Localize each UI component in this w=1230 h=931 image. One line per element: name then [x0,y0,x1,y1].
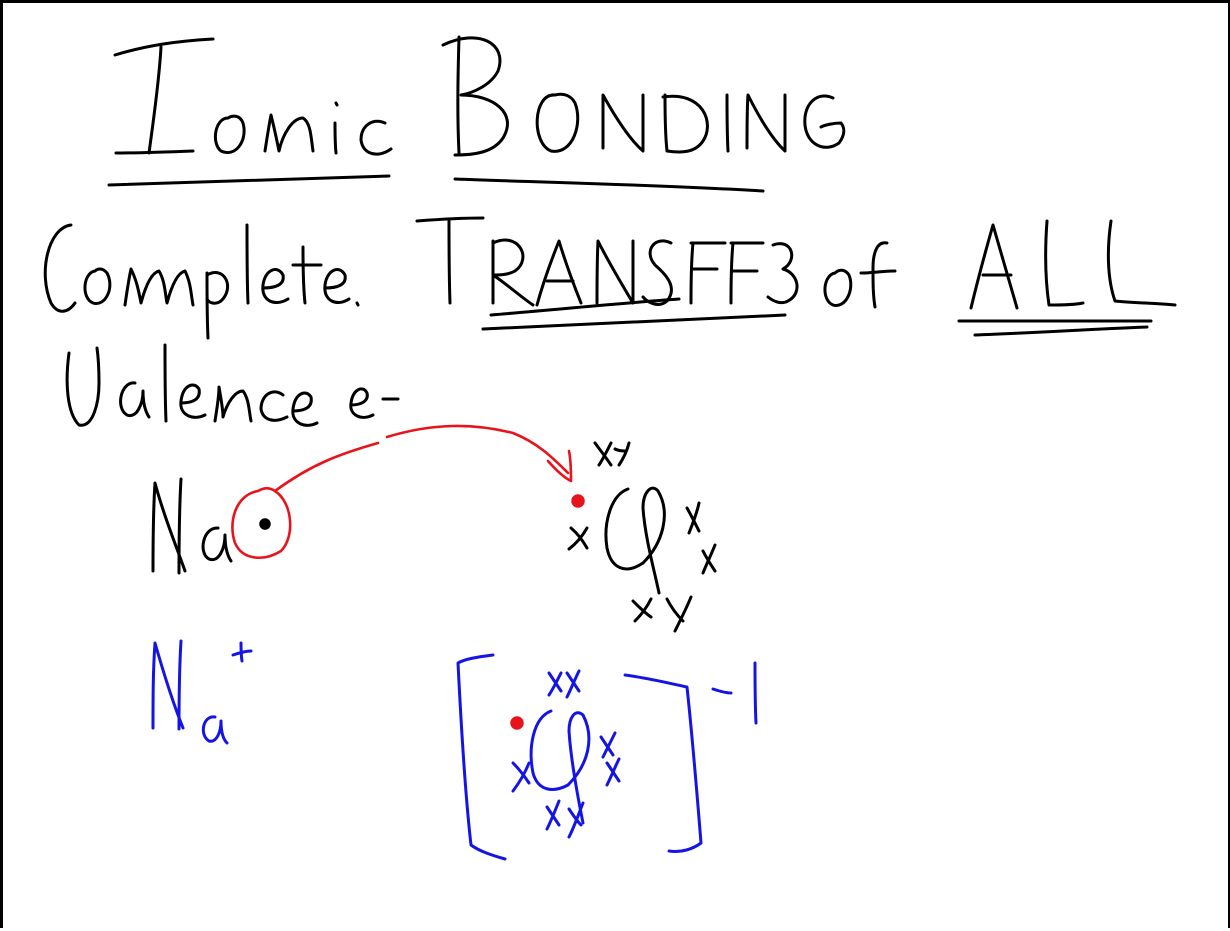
handwriting-canvas [43,35,1177,861]
chloride-ion-drawing [456,653,758,861]
handwritten-line-complete-transfer [43,216,1177,340]
sodium-atom-drawing [151,477,271,575]
handwritten-line-valence [65,343,400,427]
handwritten-title-bonding [441,35,846,193]
electron-transfer-arrow [231,424,585,559]
handwritten-title-ionic [107,37,393,187]
sodium-ion-drawing [151,639,253,745]
chlorine-atom-drawing [567,441,717,633]
